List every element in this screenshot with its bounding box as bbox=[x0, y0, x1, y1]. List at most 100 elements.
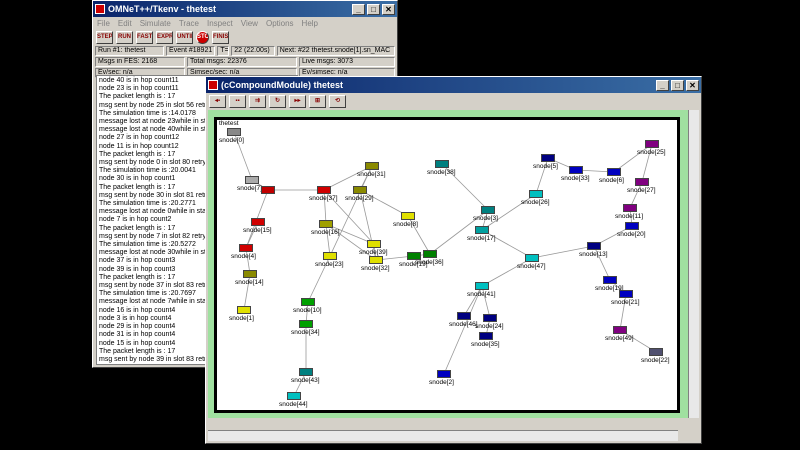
node-icon bbox=[525, 254, 539, 262]
close-button[interactable]: ✕ bbox=[686, 79, 699, 91]
log-line: node 3 is in hop count4 bbox=[99, 314, 172, 322]
menu-edit[interactable]: Edit bbox=[117, 18, 132, 28]
log-line: The packet length is : 17 bbox=[99, 347, 176, 355]
minimize-button[interactable]: _ bbox=[656, 79, 669, 91]
link-line bbox=[307, 255, 331, 303]
log-line: node 37 is in hop count3 bbox=[99, 257, 176, 265]
run-button[interactable]: RUN bbox=[116, 30, 133, 44]
node-label: snode[20] bbox=[617, 231, 646, 238]
step-button[interactable]: STEP bbox=[96, 30, 113, 44]
node-icon bbox=[625, 222, 639, 230]
parent-icon[interactable]: ⇉ bbox=[249, 94, 266, 108]
layout-icon[interactable]: ⊞ bbox=[309, 94, 326, 108]
node-icon bbox=[435, 160, 449, 168]
step-icon[interactable]: ▸▸ bbox=[289, 94, 306, 108]
network-icon[interactable]: ▪▪ bbox=[229, 94, 246, 108]
node-label: snode[43] bbox=[291, 377, 320, 384]
next-event-label: Next: #22 thetest.snode[1].sn_MAC bbox=[276, 46, 395, 56]
node-icon bbox=[623, 204, 637, 212]
link-line bbox=[481, 257, 533, 287]
node-label: snode[0] bbox=[219, 137, 244, 144]
node-icon bbox=[287, 392, 301, 400]
node-icon bbox=[261, 186, 275, 194]
menu-inspect[interactable]: Inspect bbox=[206, 18, 233, 28]
link-line bbox=[535, 157, 549, 195]
link-line bbox=[323, 165, 373, 191]
menu-trace[interactable]: Trace bbox=[178, 18, 199, 28]
node-label: snode[31] bbox=[357, 171, 386, 178]
node-label: snode[14] bbox=[235, 279, 264, 286]
log-line: message lost at node 30while in state 0 bbox=[99, 249, 222, 257]
network-canvas[interactable]: thetest snode[0]snode[7]snode[37]snode[3… bbox=[214, 117, 680, 413]
log-line: node 27 is in hop count12 bbox=[99, 134, 180, 142]
node-icon bbox=[607, 168, 621, 176]
log-line: The simulation time is :20.2771 bbox=[99, 200, 196, 208]
log-line: The packet length is : 17 bbox=[99, 150, 176, 158]
node-icon bbox=[301, 298, 315, 306]
log-line: The simulation time is :14.0178 bbox=[99, 109, 196, 117]
menu-help[interactable]: Help bbox=[301, 18, 318, 28]
node-icon bbox=[407, 252, 421, 260]
node-label: snode[36] bbox=[415, 259, 444, 266]
log-line: node 29 is in hop count4 bbox=[99, 323, 176, 331]
fast-button[interactable]: FAST bbox=[136, 30, 153, 44]
node-label: snode[19] bbox=[399, 261, 428, 268]
menu-simulate[interactable]: Simulate bbox=[139, 18, 171, 28]
menu-options[interactable]: Options bbox=[265, 18, 294, 28]
log-line: message lost at node 23while in state 0 bbox=[99, 118, 222, 126]
express-button[interactable]: EXPRESS bbox=[156, 30, 173, 44]
vertical-scrollbar[interactable] bbox=[688, 110, 699, 418]
maximize-button[interactable]: □ bbox=[671, 79, 684, 91]
redraw-icon[interactable]: ↻ bbox=[269, 94, 286, 108]
link-line bbox=[245, 247, 251, 275]
link-line bbox=[463, 285, 483, 317]
menu-file[interactable]: File bbox=[97, 18, 110, 28]
module-icon[interactable]: ◂▪ bbox=[209, 94, 226, 108]
link-line bbox=[245, 221, 259, 249]
log-line: msg sent by node 0 in slot 80 retry 0 bbox=[99, 159, 212, 167]
node-icon bbox=[481, 206, 495, 214]
node-icon bbox=[603, 276, 617, 284]
stop-button[interactable]: STOP bbox=[196, 30, 209, 44]
finish-button[interactable]: FINISH bbox=[212, 30, 229, 44]
node-icon bbox=[475, 282, 489, 290]
status-row-2: Msgs in FES: 2168 Total msgs: 22376 Live… bbox=[95, 57, 395, 67]
log-line: node 40 is in hop count11 bbox=[99, 77, 179, 84]
link-line bbox=[481, 229, 533, 259]
menu-view[interactable]: View bbox=[240, 18, 258, 28]
link-line bbox=[443, 285, 483, 375]
link-line bbox=[325, 223, 375, 245]
link-line bbox=[325, 223, 331, 257]
until-button[interactable]: UNTIL bbox=[176, 30, 193, 44]
node-label: snode[8] bbox=[393, 221, 418, 228]
node-icon bbox=[317, 186, 331, 194]
link-line bbox=[619, 293, 627, 331]
node-icon bbox=[645, 140, 659, 148]
zoom-icon[interactable]: ⟲ bbox=[329, 94, 346, 108]
link-line bbox=[441, 163, 489, 211]
link-line bbox=[481, 285, 491, 319]
log-line: message lost at node 40while in state 0 bbox=[99, 126, 222, 134]
log-line: node 30 is in hop count1 bbox=[99, 175, 176, 183]
inspector-titlebar[interactable]: (cCompoundModule) thetest _ □ ✕ bbox=[206, 77, 701, 93]
node-label: snode[32] bbox=[361, 265, 390, 272]
node-label: snode[1] bbox=[229, 315, 254, 322]
node-label: snode[37] bbox=[309, 195, 338, 202]
node-label: snode[23] bbox=[315, 261, 344, 268]
minimize-button[interactable]: _ bbox=[352, 3, 365, 15]
app-icon bbox=[208, 80, 218, 90]
main-titlebar[interactable]: OMNeT++/Tkenv - thetest _ □ ✕ bbox=[93, 1, 397, 17]
close-button[interactable]: ✕ bbox=[382, 3, 395, 15]
horizontal-scrollbar[interactable] bbox=[208, 430, 678, 441]
link-line bbox=[359, 189, 409, 217]
link-line bbox=[323, 189, 327, 225]
maximize-button[interactable]: □ bbox=[367, 3, 380, 15]
node-label: snode[2] bbox=[429, 379, 454, 386]
link-line bbox=[531, 245, 595, 259]
node-label: snode[17] bbox=[467, 235, 496, 242]
log-line: node 39 is in hop count3 bbox=[99, 265, 176, 273]
node-label: snode[4] bbox=[231, 253, 256, 260]
node-icon bbox=[541, 154, 555, 162]
node-icon bbox=[437, 370, 451, 378]
node-label: snode[15] bbox=[243, 227, 272, 234]
